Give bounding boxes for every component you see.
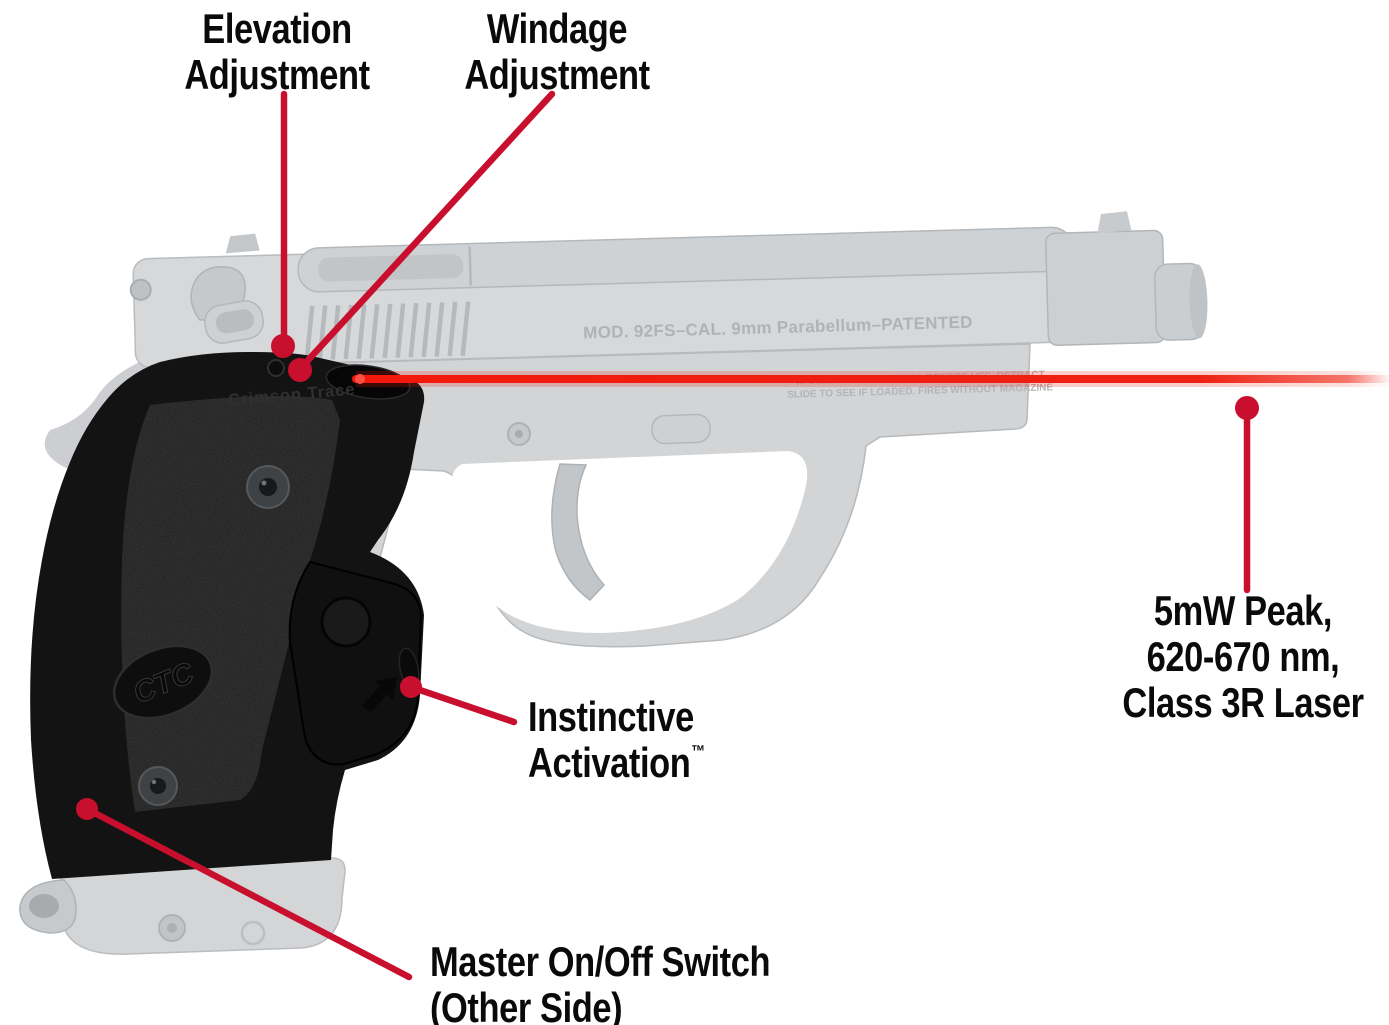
trademark-symbol: ™	[691, 742, 706, 761]
windage-callout-dot	[288, 358, 312, 382]
lanyard-hole	[29, 894, 59, 918]
instinctive-callout-line	[407, 683, 518, 726]
slide-front-block	[1044, 229, 1167, 346]
laser-beam	[352, 371, 1389, 387]
elevation-callout-dot	[271, 334, 295, 358]
master-switch-label: Master On/Off Switch (Other Side)	[430, 938, 771, 1025]
elevation-adjustment-label: Elevation Adjustment	[184, 5, 370, 98]
callout-dots	[76, 334, 1259, 820]
lasergrip: CTC Crimson Trace	[30, 352, 425, 879]
windage-adjustment-label: Windage Adjustment	[464, 5, 650, 98]
rear-sight	[225, 233, 260, 254]
trigger-guard-opening	[450, 451, 808, 633]
grip-screw-bottom	[138, 766, 178, 806]
instinctive-callout-dot	[400, 676, 422, 698]
safety-lever	[204, 300, 264, 344]
master-callout-dot	[76, 798, 98, 820]
instinctive-activation-label: Instinctive Activation™	[528, 693, 706, 786]
front-sight	[1097, 211, 1132, 234]
muzzle-face	[1189, 264, 1208, 339]
adjustment-screw	[267, 359, 285, 377]
laser-spec-callout-dot	[1235, 396, 1259, 420]
slide-stop-lever	[651, 413, 711, 445]
housing-indent	[320, 596, 372, 648]
magazine-emblem	[240, 920, 266, 946]
arrow-emblem	[362, 677, 397, 712]
windage-callout-line	[296, 90, 556, 373]
slide-rear-pin	[129, 278, 152, 301]
slide-serrations	[304, 301, 471, 361]
callout-lines	[83, 90, 1251, 981]
grip-screw-top	[246, 465, 290, 509]
slide-assembly: MOD. 92FS–CAL. 9mm Parabellum–PATENTED	[129, 211, 1208, 369]
laser-spec-label: 5mW Peak, 620-670 nm, Class 3R Laser	[1122, 587, 1364, 726]
master-callout-line	[83, 805, 413, 981]
trigger	[551, 463, 606, 601]
ctc-logo: CTC	[112, 644, 214, 720]
